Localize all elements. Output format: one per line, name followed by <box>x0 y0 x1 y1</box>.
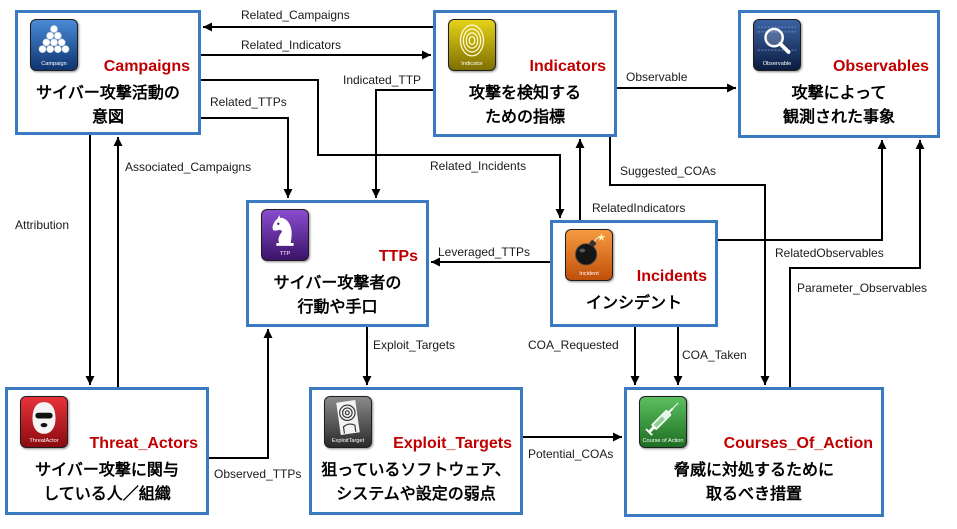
edge-label-coa-taken: COA_Taken <box>682 348 747 362</box>
observables-node: Observable Observables 攻撃によって 観測された事象 <box>738 10 940 138</box>
edge-label-related-ttps: Related_TTPs <box>210 95 287 109</box>
indicators-description: 攻撃を検知する ための指標 <box>436 81 614 129</box>
edge-label-observable: Observable <box>626 70 688 84</box>
incidents-description-line-1: インシデント <box>585 293 682 312</box>
chess-knight-icon: TTP <box>261 209 309 261</box>
campaigns-title: Campaigns <box>103 58 190 75</box>
edge-label-associated-campaigns: Associated_Campaigns <box>125 160 252 174</box>
edge-related-observables <box>718 140 887 241</box>
courses-of-action-description: 脅威に対処するために 取るべき措置 <box>627 458 881 506</box>
coa-icon-label: Course of Action <box>642 438 684 444</box>
observables-description-line-2: 観測された事象 <box>782 107 895 126</box>
indicator-icon-label: Indicator <box>461 61 483 67</box>
exploittarget-icon-label: ExploitTarget <box>331 438 365 444</box>
edge-label-potential-coas: Potential_COAs <box>528 447 614 461</box>
edge-label-observed-ttps: Observed_TTPs <box>214 467 302 481</box>
ttp-icon-label: TTP <box>279 251 291 257</box>
ttps-node: TTP TTPs サイバー攻撃者の 行動や手口 <box>246 200 429 327</box>
exploit-targets-description-line-2: システムや設定の弱点 <box>336 484 496 503</box>
campaigns-description: サイバー攻撃活動の 意図 <box>18 81 198 129</box>
incidents-description: インシデント <box>553 291 715 315</box>
exploit-targets-description-line-1: 狙っているソフトウェア、 <box>321 460 511 479</box>
courses-of-action-node: Course of Action Courses_Of_Action 脅威に対処… <box>624 387 884 517</box>
incidents-title: Incidents <box>636 268 707 285</box>
threat-actors-title: Threat_Actors <box>89 435 198 452</box>
billiard-balls-icon: Campaign <box>30 19 78 71</box>
exploit-targets-node: ExploitTarget Exploit_Targets 狙っているソフトウェ… <box>309 387 523 515</box>
edge-indicated-ttp <box>371 89 433 198</box>
campaigns-node: Campaign Campaigns サイバー攻撃活動の 意図 <box>15 10 201 135</box>
campaigns-description-line-1: サイバー攻撃活動の <box>36 83 180 102</box>
bomb-icon: Incident <box>565 229 613 281</box>
observables-title: Observables <box>832 58 929 75</box>
fingerprint-icon: Indicator <box>448 19 496 71</box>
courses-of-action-description-line-1: 脅威に対処するために <box>673 460 834 479</box>
courses-of-action-title: Courses_Of_Action <box>723 435 873 452</box>
target-paper-icon: ExploitTarget <box>324 396 372 448</box>
balaclava-icon: ThreatActor <box>20 396 68 448</box>
magnifier-icon: Observable <box>753 19 801 71</box>
threat-actors-node: ThreatActor Threat_Actors サイバー攻撃に関与 している… <box>5 387 209 515</box>
indicators-node: Indicator Indicators 攻撃を検知する ための指標 <box>433 10 617 137</box>
indicators-title: Indicators <box>529 58 606 75</box>
indicators-description-line-1: 攻撃を検知する <box>468 83 581 102</box>
observable-icon-label: Observable <box>762 61 792 67</box>
edge-label-suggested-coas: Suggested_COAs <box>620 164 717 178</box>
exploit-targets-title: Exploit_Targets <box>393 435 512 452</box>
edge-label-exploit-targets: Exploit_Targets <box>373 338 456 352</box>
edge-label-related-incidents: Related_Incidents <box>430 159 527 173</box>
threatactor-icon-label: ThreatActor <box>29 438 59 444</box>
incidents-node: Incident Incidents インシデント <box>550 220 718 327</box>
ttps-description-line-2: 行動や手口 <box>297 297 378 316</box>
ttps-description-line-1: サイバー攻撃者の <box>273 273 402 292</box>
threat-actors-description-line-2: している人／組織 <box>43 484 171 503</box>
indicators-description-line-2: ための指標 <box>484 107 565 126</box>
incident-icon-label: Incident <box>579 271 599 277</box>
observables-description: 攻撃によって 観測された事象 <box>741 81 937 129</box>
ttps-title: TTPs <box>378 248 418 265</box>
edge-label-leveraged-ttps: Leveraged_TTPs <box>438 245 531 259</box>
edge-label-indicated-ttp: Indicated_TTP <box>343 73 422 87</box>
observables-description-line-1: 攻撃によって <box>791 83 887 102</box>
edge-label-incident-related-indicators: RelatedIndicators <box>592 201 686 215</box>
ttps-description: サイバー攻撃者の 行動や手口 <box>249 271 426 319</box>
edge-label-coa-requested: COA_Requested <box>528 338 619 352</box>
edge-label-related-indicators: Related_Indicators <box>241 38 342 52</box>
edge-related-ttps <box>201 117 293 198</box>
syringe-icon: Course of Action <box>639 396 687 448</box>
edge-observed-ttps <box>209 329 273 459</box>
campaign-icon-label: Campaign <box>41 61 67 67</box>
campaigns-description-line-2: 意図 <box>91 107 124 126</box>
edge-parameter-observables <box>789 140 925 387</box>
edge-label-related-observables: RelatedObservables <box>775 246 884 260</box>
edge-label-related-campaigns: Related_Campaigns <box>241 8 350 22</box>
threat-actors-description: サイバー攻撃に関与 している人／組織 <box>8 458 206 506</box>
threat-actors-description-line-1: サイバー攻撃に関与 <box>35 460 179 479</box>
exploit-targets-description: 狙っているソフトウェア、 システムや設定の弱点 <box>312 458 520 506</box>
edge-label-attribution: Attribution <box>15 218 70 232</box>
courses-of-action-description-line-2: 取るべき措置 <box>705 484 802 503</box>
edge-label-parameter-observables: Parameter_Observables <box>797 281 928 295</box>
